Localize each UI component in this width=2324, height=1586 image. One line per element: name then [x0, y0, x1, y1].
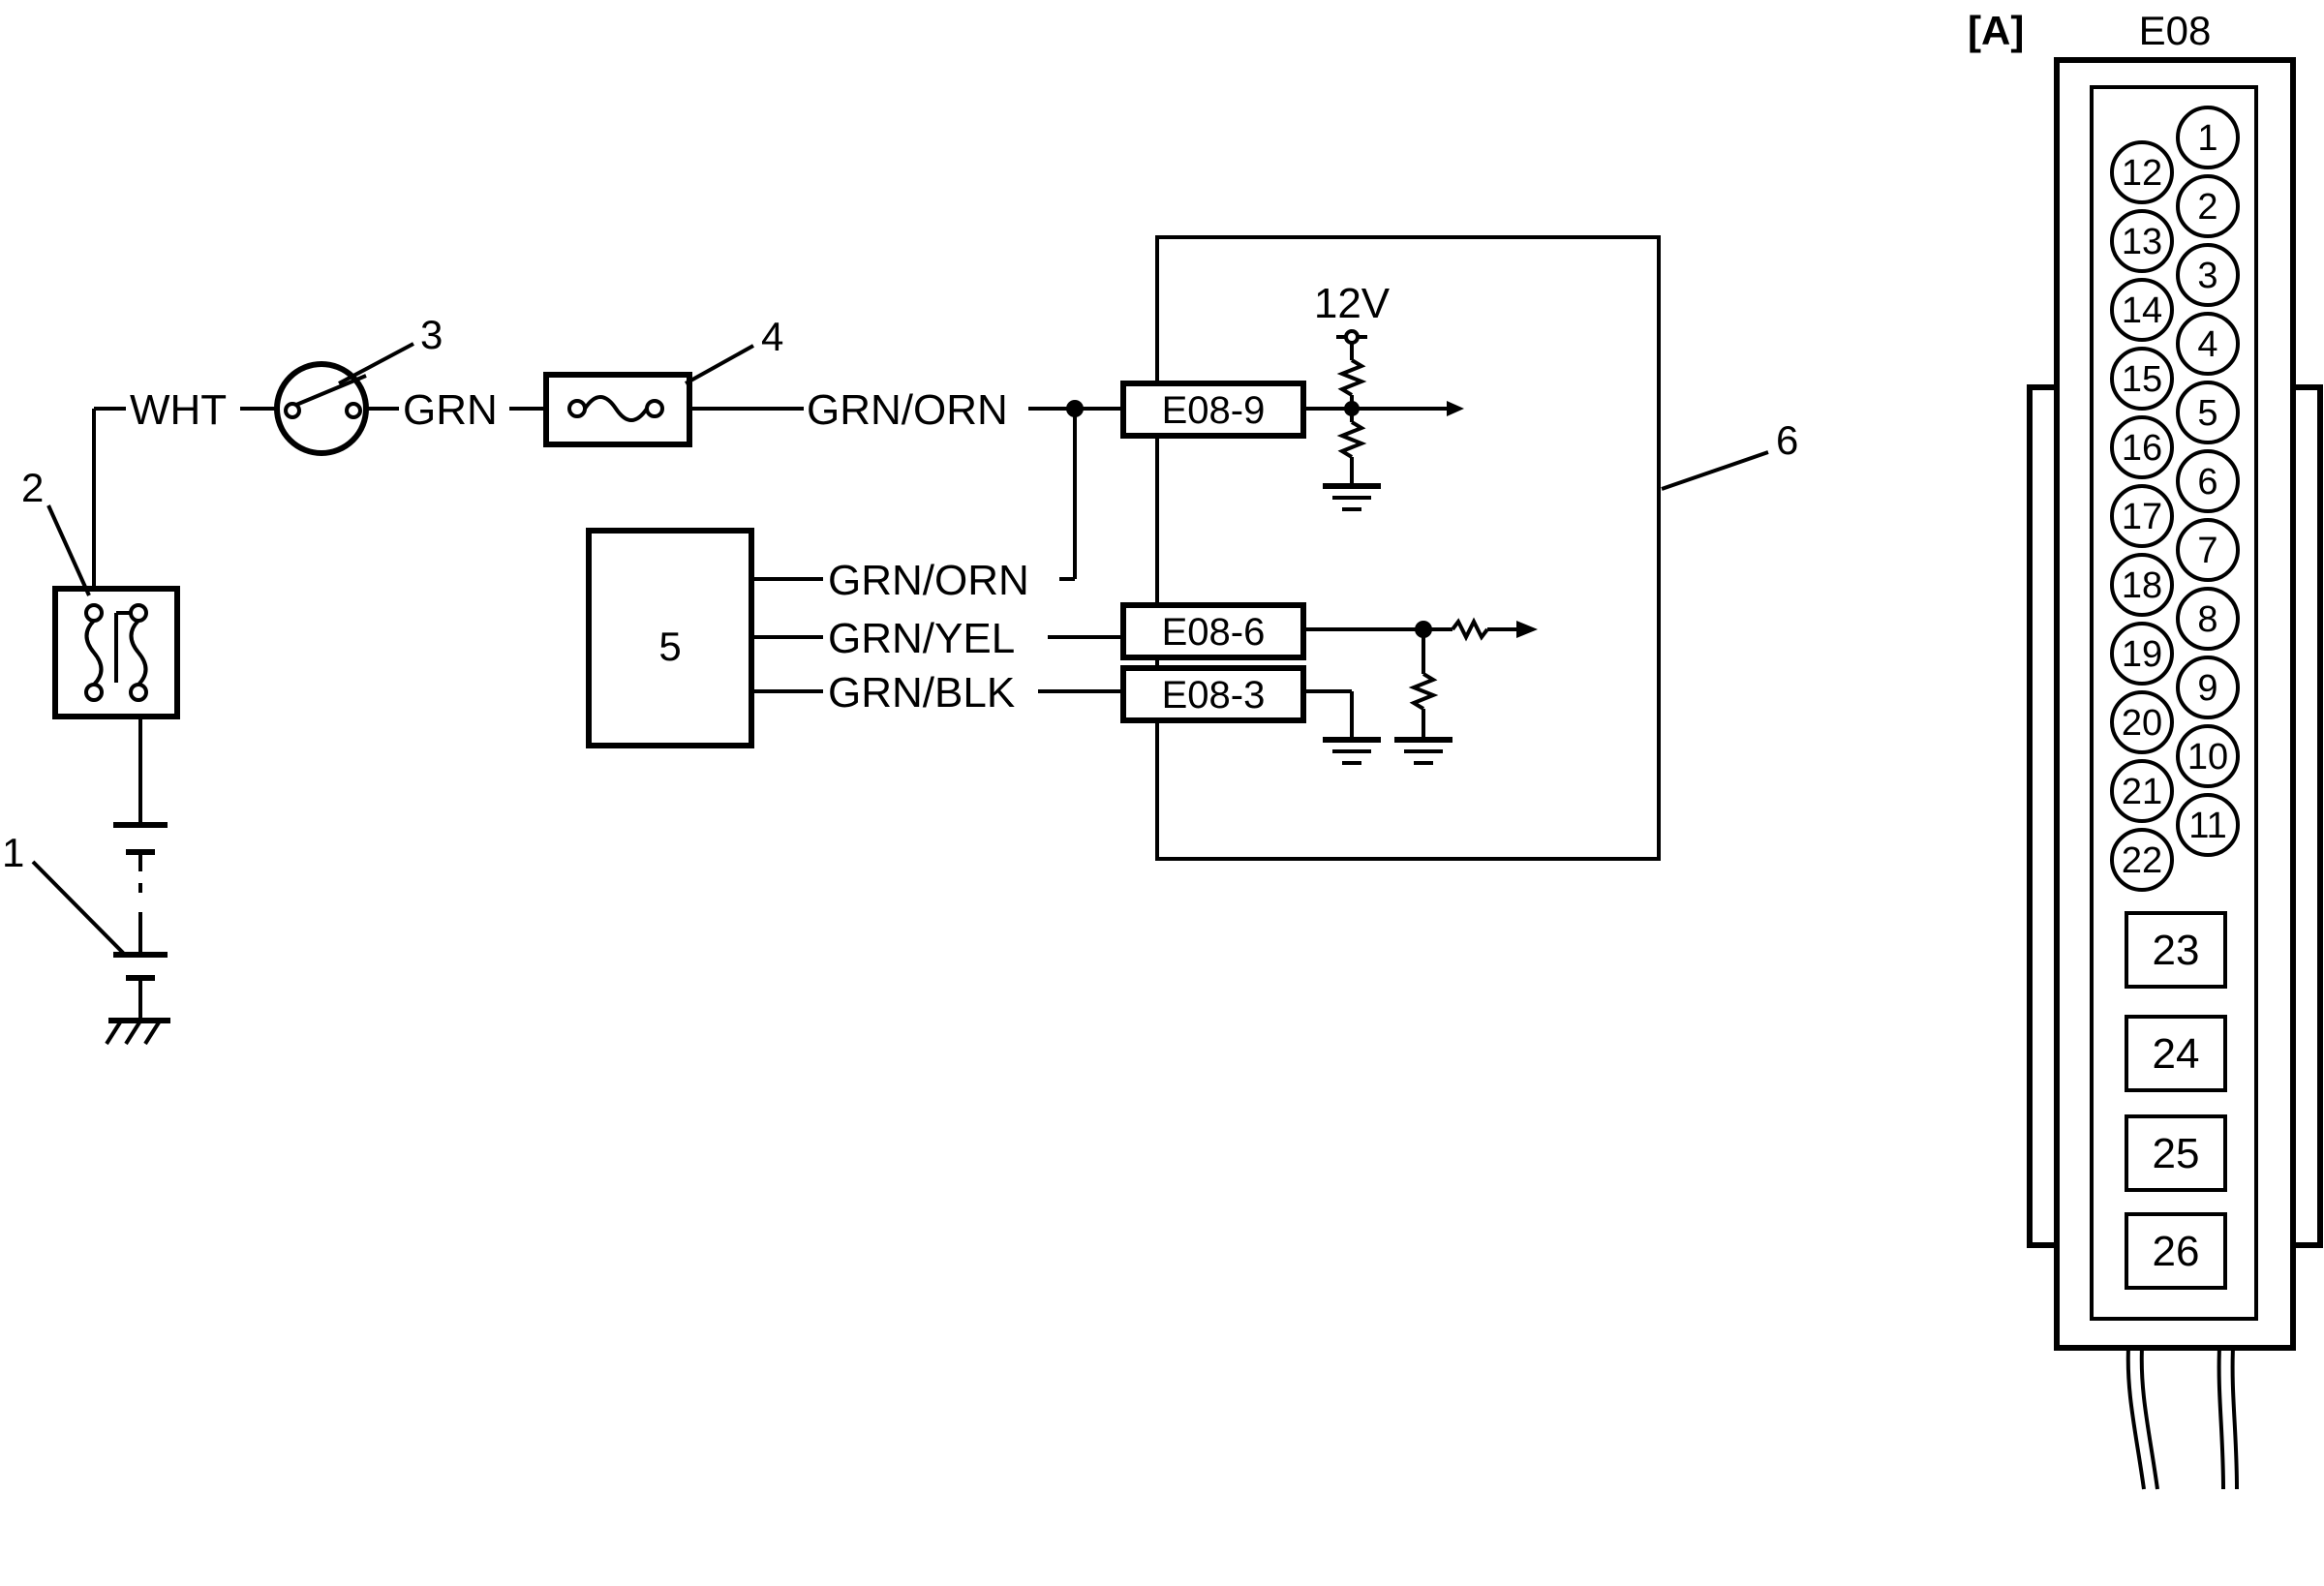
connector-pin-15: 15 — [2110, 347, 2174, 411]
connector-pin-20: 20 — [2110, 690, 2174, 754]
svg-text:4: 4 — [761, 314, 783, 359]
wire-label-grn-yel: GRN/YEL — [828, 615, 1015, 662]
svg-text:6: 6 — [1776, 417, 1798, 463]
control-module-box — [1155, 235, 1661, 861]
svg-text:6: 6 — [2197, 462, 2217, 503]
svg-text:4: 4 — [2197, 324, 2217, 365]
svg-text:9: 9 — [2197, 668, 2217, 709]
connector-pin-18: 18 — [2110, 553, 2174, 617]
svg-text:19: 19 — [2122, 634, 2162, 675]
svg-text:2: 2 — [21, 465, 44, 510]
fuse-icon — [543, 372, 692, 447]
signal-circuit — [1303, 617, 1538, 765]
ground-icon — [1394, 737, 1452, 765]
connector-pin-22: 22 — [2110, 828, 2174, 892]
svg-text:5: 5 — [658, 624, 681, 669]
connector-pin-2: 2 — [2176, 174, 2240, 238]
connector-pin-13: 13 — [2110, 209, 2174, 273]
svg-text:25: 25 — [2153, 1130, 2200, 1177]
svg-text:24: 24 — [2153, 1030, 2200, 1078]
arrow-icon — [1516, 621, 1538, 638]
pullup-circuit: 12V — [1303, 280, 1464, 511]
resistor-icon — [1336, 358, 1367, 397]
connector-pin-25: 25 — [2125, 1114, 2227, 1192]
chassis-ground-icon — [105, 1018, 170, 1046]
svg-text:13: 13 — [2122, 222, 2162, 262]
supply-label-12v: 12V — [1314, 280, 1391, 327]
connector-pin-21: 21 — [2110, 759, 2174, 823]
connector-pin-19: 19 — [2110, 622, 2174, 686]
battery-icon — [113, 717, 168, 1019]
svg-text:21: 21 — [2122, 772, 2162, 812]
callout-1: 1 — [2, 830, 126, 956]
callout-3: 3 — [338, 312, 443, 385]
pin-box-e08-9: E08-9 — [1120, 381, 1306, 439]
connector-pin-9: 9 — [2176, 656, 2240, 719]
svg-text:22: 22 — [2122, 840, 2162, 881]
connector-pin-4: 4 — [2176, 312, 2240, 376]
resistor-icon — [1336, 420, 1367, 459]
svg-text:E08-6: E08-6 — [1162, 611, 1266, 654]
svg-text:20: 20 — [2122, 703, 2162, 744]
connector-pin-1: 1 — [2176, 106, 2240, 169]
svg-text:16: 16 — [2122, 428, 2162, 469]
connector-pin-6: 6 — [2176, 449, 2240, 513]
callout-6: 6 — [1661, 417, 1798, 491]
svg-text:14: 14 — [2122, 290, 2162, 331]
wire-label-grn-blk: GRN/BLK — [828, 669, 1015, 717]
svg-text:10: 10 — [2187, 737, 2228, 778]
svg-text:1: 1 — [2, 830, 24, 875]
connector-view-title: E08 — [2139, 8, 2212, 53]
svg-text:2: 2 — [2197, 187, 2217, 228]
svg-text:26: 26 — [2153, 1228, 2200, 1275]
svg-text:E08-9: E08-9 — [1162, 389, 1266, 432]
svg-text:18: 18 — [2122, 565, 2162, 606]
connector-view-tag: [A] — [1968, 8, 2024, 53]
connector-pin-23: 23 — [2125, 911, 2227, 989]
svg-text:3: 3 — [2197, 256, 2217, 296]
svg-text:1: 1 — [2197, 118, 2217, 159]
svg-text:5: 5 — [2197, 393, 2217, 434]
resistor-icon — [1408, 672, 1439, 711]
svg-text:15: 15 — [2122, 359, 2162, 400]
svg-text:12: 12 — [2122, 153, 2162, 194]
connector-pin-8: 8 — [2176, 587, 2240, 651]
resistor-icon — [1451, 617, 1489, 642]
connector-pin-3: 3 — [2176, 243, 2240, 307]
pin-box-e08-3: E08-3 — [1120, 665, 1306, 723]
wire-label-grn-orn-lower: GRN/ORN — [828, 557, 1029, 604]
connector-pin-5: 5 — [2176, 381, 2240, 444]
svg-text:E08-3: E08-3 — [1162, 674, 1266, 717]
connector-pin-17: 17 — [2110, 484, 2174, 548]
wire-label-wht: WHT — [130, 386, 227, 434]
wire-label-grn-orn-top: GRN/ORN — [807, 386, 1008, 434]
pin-box-e08-6: E08-6 — [1120, 602, 1306, 660]
connector-pin-11: 11 — [2176, 793, 2240, 857]
arrow-icon — [1447, 401, 1464, 416]
connector-pin-7: 7 — [2176, 518, 2240, 582]
svg-text:17: 17 — [2122, 497, 2162, 537]
connector-pin-10: 10 — [2176, 724, 2240, 788]
callout-2: 2 — [21, 465, 91, 596]
wire-label-grn: GRN — [403, 386, 498, 434]
callout-4: 4 — [685, 314, 783, 385]
svg-text:11: 11 — [2188, 806, 2226, 846]
ground-icon — [1323, 737, 1381, 765]
svg-text:3: 3 — [420, 312, 443, 357]
fusible-link-icon — [52, 586, 180, 719]
connector-pin-24: 24 — [2125, 1015, 2227, 1092]
connector-pin-12: 12 — [2110, 140, 2174, 204]
svg-text:8: 8 — [2197, 599, 2217, 640]
connector-pin-14: 14 — [2110, 278, 2174, 342]
svg-text:23: 23 — [2153, 927, 2200, 974]
svg-text:7: 7 — [2197, 531, 2217, 571]
connector-pin-16: 16 — [2110, 415, 2174, 479]
ground-icon — [1323, 483, 1381, 511]
connector-pin-26: 26 — [2125, 1212, 2227, 1290]
component-5-box: 5 — [586, 528, 754, 748]
